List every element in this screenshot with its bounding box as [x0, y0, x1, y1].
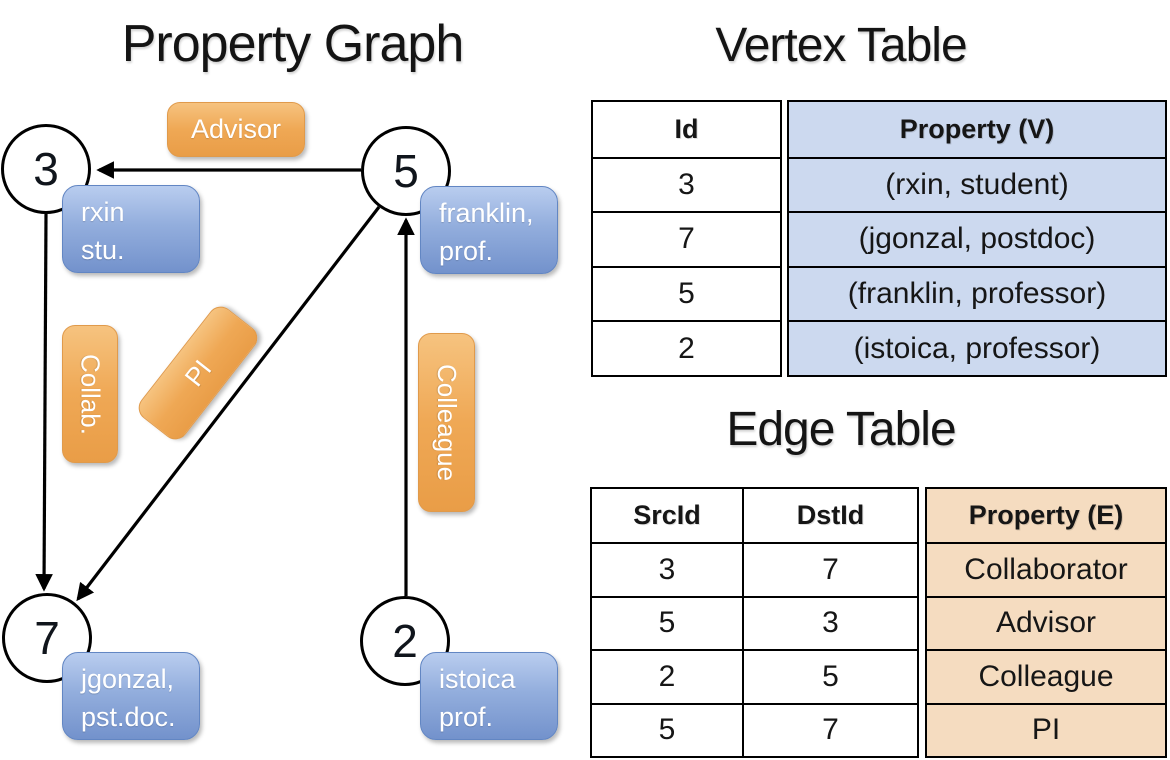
edge-label-colleague: Colleague [418, 333, 475, 512]
vertex-property-cell: (franklin, professor) [789, 265, 1165, 321]
vertex-property-box-rxin: rxin stu. [62, 185, 200, 273]
vertex-property-line: prof. [439, 702, 494, 733]
vertex-id-cell: 3 [593, 156, 780, 212]
edge-table-header-property: Property (E) [927, 489, 1165, 543]
vertex-property-line: prof. [439, 236, 494, 267]
vertex-node-7-id: 7 [34, 612, 60, 664]
edge-dstid-cell: 7 [742, 542, 917, 596]
edge-srcid-cell: 5 [592, 702, 742, 756]
vertex-id-cell: 5 [593, 265, 780, 321]
vertex-property-line: pst.doc. [81, 702, 176, 733]
edge-dstid-cell: 7 [742, 702, 917, 756]
vertex-property-line: stu. [81, 235, 125, 266]
vertex-property-cell: (rxin, student) [789, 156, 1165, 212]
edge-label-collab: Collab. [62, 325, 118, 463]
vertex-table-property-column: Property (V) (rxin, student) (jgonzal, p… [787, 100, 1167, 377]
edge-table-property-column: Property (E) Collaborator Advisor Collea… [925, 487, 1167, 758]
vertex-node-5-id: 5 [393, 145, 419, 197]
vertex-node-3-id: 3 [33, 143, 59, 195]
vertex-table-header-id: Id [674, 113, 699, 144]
vertex-node-3: 3 [1, 124, 91, 214]
vertex-property-box-jgonzal: jgonzal, pst.doc. [62, 652, 200, 740]
property-graph-title: Property Graph [121, 15, 465, 73]
vertex-property-cell: (istoica, professor) [789, 320, 1165, 375]
vertex-property-line: jgonzal, [81, 664, 175, 694]
edge-label-colleague-text: Colleague [432, 363, 462, 482]
edge-table-header-srcid: SrcId [633, 500, 701, 531]
edge-dstid-cell: 3 [742, 595, 917, 650]
edge-label-collab-text: Collab. [75, 353, 106, 435]
vertex-table-id-column: Id 3 7 5 2 [591, 100, 782, 377]
vertex-id-cell: 7 [593, 211, 780, 266]
edge-label-advisor-text: Advisor [190, 114, 282, 144]
vertex-property-box-istoica: istoica prof. [420, 652, 558, 740]
edge-dstid-cell: 5 [742, 649, 917, 703]
edge-srcid-cell: 2 [592, 649, 742, 702]
vertex-property-line: istoica [439, 664, 516, 694]
edge-property-cell: Advisor [927, 595, 1165, 650]
vertex-table-title: Vertex Table [715, 19, 967, 72]
vertex-node-2-id: 2 [392, 615, 418, 667]
edge-table-title: Edge Table [726, 403, 956, 456]
edge-srcid-cell: 5 [592, 595, 742, 649]
vertex-id-cell: 2 [593, 320, 780, 375]
edge-table-header-dstid: DstId [742, 489, 917, 543]
edge-label-advisor: Advisor [167, 102, 305, 157]
edge-property-cell: Colleague [927, 649, 1165, 703]
graph-edges-svg [35, 161, 415, 602]
vertex-property-cell: (jgonzal, postdoc) [789, 211, 1165, 266]
edge-srcid-cell: 3 [592, 542, 742, 595]
vertex-property-line: rxin [81, 197, 125, 227]
edge-property-cell: PI [927, 702, 1165, 756]
edge-line-pi-5-7 [76, 206, 381, 602]
edge-property-cell: Collaborator [927, 542, 1165, 596]
vertex-property-box-franklin: franklin, prof. [420, 186, 558, 274]
vertex-table-header-property: Property (V) [789, 102, 1165, 157]
edge-table-srcdst-columns: SrcId DstId 3 7 5 3 2 5 5 7 [590, 487, 919, 758]
edge-line-collab-3-7 [35, 213, 53, 592]
vertex-property-line: franklin, [439, 198, 534, 228]
